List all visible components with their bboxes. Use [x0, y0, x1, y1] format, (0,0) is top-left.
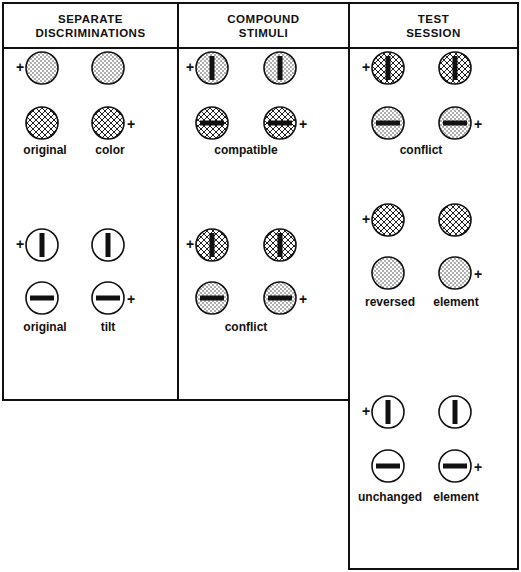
header-rule — [2, 47, 519, 49]
reward-mark: + — [362, 212, 370, 226]
reward-mark: + — [127, 292, 135, 306]
reward-mark: + — [186, 237, 194, 251]
reward-mark: + — [16, 60, 24, 74]
reward-mark: + — [474, 117, 482, 131]
reward-mark: + — [362, 60, 370, 74]
column-heading: TEST SESSION — [406, 12, 461, 41]
condition-label: unchanged — [358, 491, 422, 503]
condition-label: element — [433, 296, 478, 308]
stimulus-discs — [26, 52, 471, 482]
condition-label: conflict — [400, 144, 443, 156]
reward-mark: + — [186, 60, 194, 74]
reward-mark: + — [299, 292, 307, 306]
column-panel: SEPARATE DISCRIMINATIONS — [2, 2, 179, 401]
condition-label: element — [433, 491, 478, 503]
condition-label: reversed — [365, 296, 415, 308]
column-panel: TEST SESSION — [348, 2, 519, 570]
column-panel: COMPOUND STIMULI — [177, 2, 350, 401]
reward-mark: + — [362, 404, 370, 418]
reward-mark: + — [474, 267, 482, 281]
reward-mark: + — [127, 117, 135, 131]
condition-label: original — [23, 321, 66, 333]
condition-label: compatible — [214, 144, 277, 156]
column-heading: COMPOUND STIMULI — [227, 12, 299, 41]
column-heading: SEPARATE DISCRIMINATIONS — [35, 12, 145, 41]
condition-label: conflict — [225, 321, 268, 333]
tilt-bars — [30, 56, 467, 469]
condition-label: color — [95, 144, 124, 156]
reward-mark: + — [474, 460, 482, 474]
reward-mark: + — [16, 237, 24, 251]
condition-label: tilt — [101, 321, 116, 333]
reward-mark: + — [299, 117, 307, 131]
condition-label: original — [23, 144, 66, 156]
